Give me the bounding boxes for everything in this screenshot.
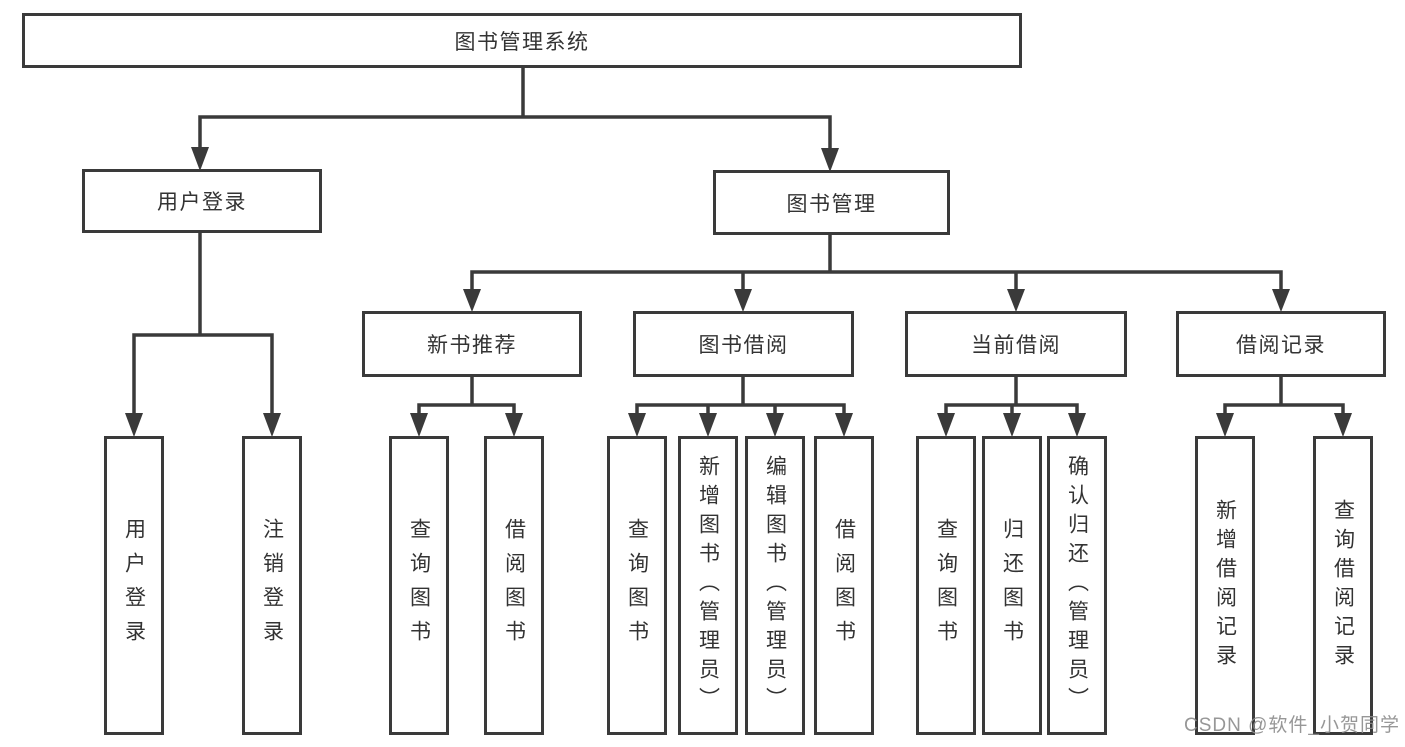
arrowhead-icon — [628, 413, 646, 437]
node-leaf-edit-book-admin-label: 编辑图书（管理员） — [763, 455, 787, 716]
node-leaf-query-borrow-record-label: 查询借阅记录 — [1331, 498, 1355, 673]
node-root-label: 图书管理系统 — [454, 30, 590, 54]
node-current-borrowing-label: 当前借阅 — [971, 334, 1061, 357]
node-leaf-query-book-2-label: 查询图书 — [625, 517, 649, 654]
arrowhead-icon — [1068, 413, 1086, 437]
arrowhead-icon — [1334, 413, 1352, 437]
arrowhead-icon — [734, 289, 752, 312]
node-new-book-recommendation-label: 新书推荐 — [427, 334, 517, 357]
node-leaf-add-borrow-record: 新增借阅记录 — [1195, 436, 1255, 735]
node-leaf-query-book-3: 查询图书 — [916, 436, 976, 735]
arrowhead-icon — [937, 413, 955, 437]
node-new-book-recommendation: 新书推荐 — [362, 311, 582, 377]
node-leaf-confirm-return-admin-label: 确认归还（管理员） — [1065, 455, 1089, 716]
arrowhead-icon — [505, 413, 523, 437]
arrowhead-icon — [766, 413, 784, 437]
node-leaf-return-book: 归还图书 — [982, 436, 1042, 735]
node-leaf-logout: 注销登录 — [242, 436, 302, 735]
arrowhead-icon — [191, 147, 209, 171]
arrowhead-icon — [410, 413, 428, 437]
arrowhead-icon — [463, 289, 481, 312]
node-leaf-logout-label: 注销登录 — [260, 517, 284, 654]
arrowhead-icon — [263, 413, 281, 437]
node-leaf-query-book-1-label: 查询图书 — [407, 517, 431, 654]
node-leaf-query-book-1: 查询图书 — [389, 436, 449, 735]
arrowhead-icon — [1216, 413, 1234, 437]
node-leaf-query-book-2: 查询图书 — [607, 436, 667, 735]
node-book-management-label: 图书管理 — [786, 192, 877, 216]
node-leaf-borrow-book-1-label: 借阅图书 — [502, 517, 526, 654]
arrowhead-icon — [821, 148, 839, 172]
node-book-borrowing-label: 图书借阅 — [698, 334, 789, 357]
node-leaf-add-book-admin: 新增图书（管理员） — [678, 436, 738, 735]
node-leaf-edit-book-admin: 编辑图书（管理员） — [745, 436, 805, 735]
arrowhead-icon — [125, 413, 143, 437]
arrowhead-icon — [1272, 289, 1290, 312]
node-leaf-borrow-book-2: 借阅图书 — [814, 436, 874, 735]
node-leaf-user-login-label: 用户登录 — [122, 517, 146, 654]
arrowhead-icon — [1007, 289, 1025, 312]
node-leaf-query-borrow-record: 查询借阅记录 — [1313, 436, 1373, 735]
node-leaf-query-book-3-label: 查询图书 — [934, 517, 958, 654]
node-book-management: 图书管理 — [713, 170, 950, 235]
node-book-borrowing: 图书借阅 — [633, 311, 854, 377]
node-leaf-confirm-return-admin: 确认归还（管理员） — [1047, 436, 1107, 735]
node-borrowing-records-label: 借阅记录 — [1236, 334, 1326, 357]
node-current-borrowing: 当前借阅 — [905, 311, 1127, 377]
arrowhead-icon — [699, 413, 717, 437]
node-borrowing-records: 借阅记录 — [1176, 311, 1386, 377]
node-user-login-label: 用户登录 — [157, 191, 247, 214]
node-leaf-borrow-book-1: 借阅图书 — [484, 436, 544, 735]
node-user-login: 用户登录 — [82, 169, 322, 233]
node-leaf-user-login: 用户登录 — [104, 436, 164, 735]
node-leaf-borrow-book-2-label: 借阅图书 — [832, 517, 856, 654]
arrowhead-icon — [835, 413, 853, 437]
node-leaf-return-book-label: 归还图书 — [1000, 517, 1024, 654]
node-leaf-add-borrow-record-label: 新增借阅记录 — [1213, 498, 1237, 673]
node-root: 图书管理系统 — [22, 13, 1022, 68]
watermark: CSDN @软件_小贺同学 — [1184, 715, 1400, 736]
node-leaf-add-book-admin-label: 新增图书（管理员） — [696, 455, 720, 716]
arrowhead-icon — [1003, 413, 1021, 437]
